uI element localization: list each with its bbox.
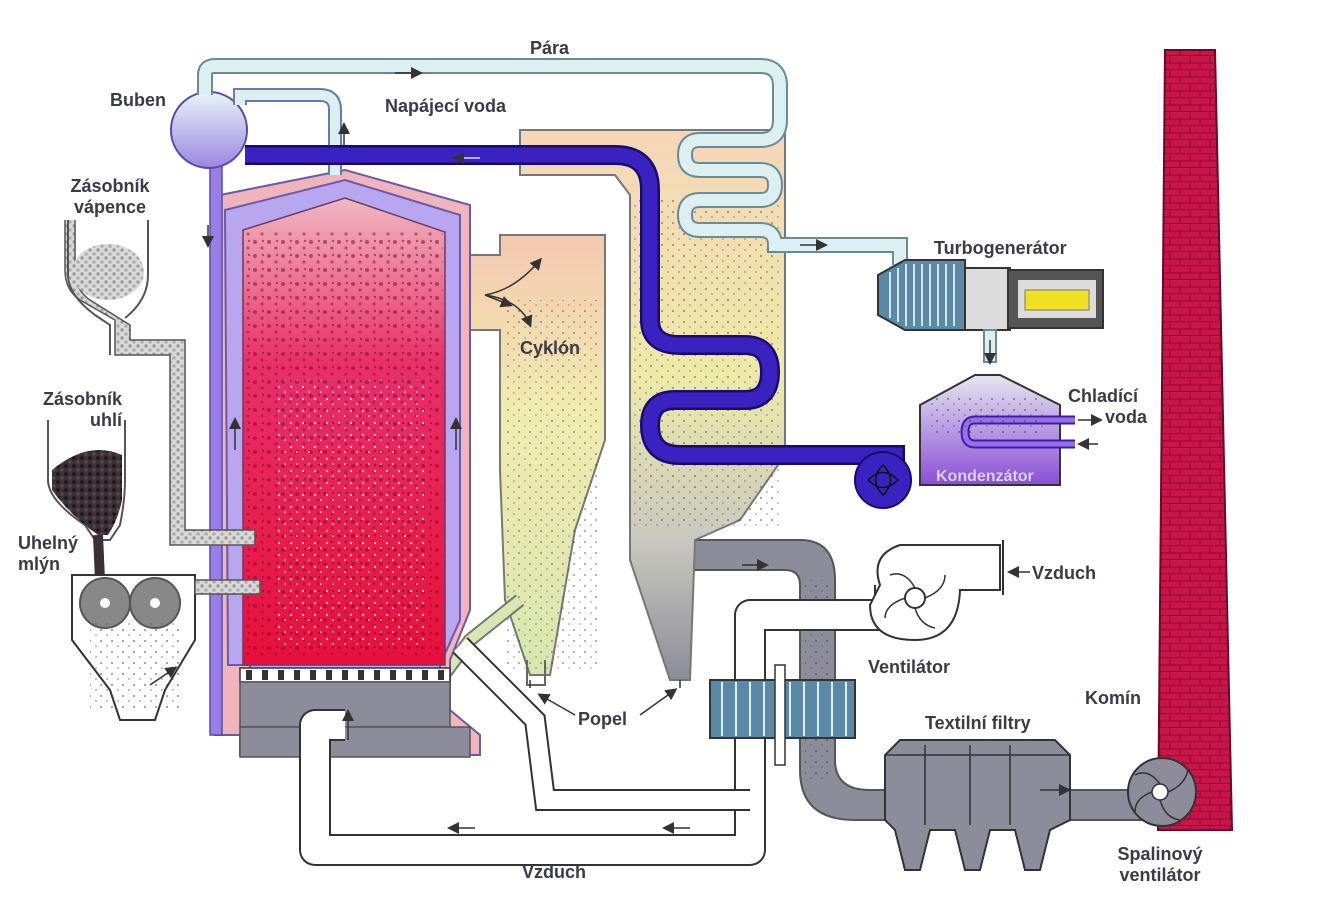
air-intake-label: Vzduch: [1032, 563, 1097, 583]
cyclone-label: Cyklón: [520, 338, 581, 358]
forced-draft-fan: [868, 540, 1030, 642]
cyclone-arrows: [484, 257, 542, 328]
air-return-label: Vzduch: [522, 862, 587, 882]
limestone-silo-label: Zásobník vápence: [58, 176, 162, 218]
air-preheater: [709, 664, 856, 766]
coal-mill-label-line2: mlýn: [18, 554, 61, 574]
steam-label: Pára: [530, 38, 570, 58]
coal-mill-label: Uhelný mlýn: [18, 533, 78, 575]
drum-label: Buben: [110, 90, 166, 110]
coal-mill-label-line1: Uhelný: [18, 533, 79, 553]
ash-arrows: [529, 680, 681, 716]
cooling-water-label-line2: voda: [1105, 407, 1148, 427]
coal-mill: [71, 574, 261, 721]
coal-silo-label-line2: uhlí: [90, 410, 122, 430]
chimney: [1156, 49, 1234, 831]
flue-gas-fan-label-line1: Spalinový: [1117, 844, 1203, 864]
chimney-label: Komín: [1085, 688, 1141, 708]
cooling-water-label-line1: Chladící: [1068, 386, 1139, 406]
furnace: [214, 168, 481, 758]
coal-silo: [47, 420, 126, 581]
turbogenerator-label: Turbogenerátor: [934, 238, 1067, 258]
feedwater-label: Napájecí voda: [385, 96, 507, 116]
fan-label: Ventilátor: [868, 657, 951, 677]
condenser-label: Kondenzátor: [936, 468, 1034, 485]
flue-gas-fan-label: Spalinový ventilátor: [1100, 844, 1220, 886]
ash-label: Popel: [578, 709, 628, 729]
condenser: [854, 374, 1103, 509]
feedwater-pipe: [245, 145, 905, 480]
limestone-silo: [64, 220, 256, 546]
flue-gas-fan-label-line2: ventilátor: [1119, 865, 1201, 885]
fabric-filter: [884, 739, 1071, 871]
turbogenerator: [877, 259, 1104, 365]
fabric-filters-label: Textilní filtry: [925, 713, 1031, 733]
limestone-silo-label-line2: vápence: [73, 197, 147, 217]
cooling-water-label: Chladící voda: [1068, 386, 1147, 428]
limestone-silo-label-line1: Zásobník: [70, 176, 150, 196]
flue-gas-fan: [1127, 757, 1197, 827]
cyclone: [434, 234, 606, 686]
coal-silo-label: Zásobník uhlí: [18, 389, 122, 431]
steam-pipe: [197, 58, 908, 265]
coal-silo-label-line1: Zásobník: [42, 389, 122, 409]
